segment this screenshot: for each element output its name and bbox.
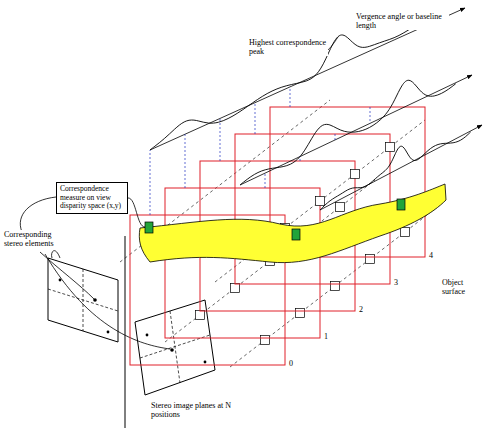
search-window xyxy=(351,170,360,179)
image-point xyxy=(107,331,110,334)
image-plane xyxy=(165,188,320,338)
stereo-image-plane xyxy=(48,258,118,342)
search-window xyxy=(196,311,205,320)
object-surface xyxy=(139,184,446,263)
callout-number: 2 xyxy=(358,305,364,314)
callout-number: 0 xyxy=(288,359,294,368)
projection-line xyxy=(265,173,266,188)
projection-line xyxy=(370,107,371,123)
projection-line xyxy=(150,150,151,215)
correspondence-curve xyxy=(240,80,456,185)
image-point xyxy=(204,361,207,364)
correspondence-curve xyxy=(320,132,471,210)
leader-line xyxy=(328,37,338,50)
leader-line xyxy=(45,254,170,349)
divider-line xyxy=(125,236,126,428)
projection-line xyxy=(255,103,256,134)
axis-arrow xyxy=(150,8,465,150)
axis-arrow xyxy=(240,75,472,185)
matched-window xyxy=(397,199,405,210)
annotation-label: Highest correspondence peak xyxy=(248,38,328,56)
annotation-label: Object surface xyxy=(441,278,487,296)
annotation-label: Vergence angle or baseline length xyxy=(355,12,449,30)
callout-number: 1 xyxy=(323,332,329,341)
image-axis xyxy=(48,289,118,311)
callout-number: 4 xyxy=(428,251,434,260)
search-window xyxy=(316,197,325,206)
image-point xyxy=(59,279,62,282)
projection-line xyxy=(185,134,186,188)
callout-number: 3 xyxy=(393,278,399,287)
annotation-label: Stereo image planes at N positions xyxy=(150,401,242,419)
matched-window xyxy=(292,229,300,240)
image-point xyxy=(170,348,174,352)
annotation-box: Correspondence measure on view disparity… xyxy=(56,182,128,214)
image-point xyxy=(146,334,149,337)
axis-arrow xyxy=(320,125,482,210)
search-window xyxy=(331,282,340,291)
projection-line xyxy=(335,134,336,140)
projection-line xyxy=(300,157,301,161)
search-window xyxy=(386,143,395,152)
search-window xyxy=(231,284,240,293)
leader-line xyxy=(128,198,145,227)
correspondence-curve xyxy=(150,18,443,150)
projection-line xyxy=(290,87,291,107)
search-window xyxy=(401,228,410,237)
stereo-image-plane xyxy=(135,300,215,395)
search-window xyxy=(296,309,305,318)
projection-line xyxy=(220,118,221,161)
search-window xyxy=(336,203,345,212)
leader-line xyxy=(52,251,60,258)
image-axis xyxy=(170,311,180,383)
leader-line xyxy=(20,197,56,232)
box-text: Correspondence measure on view disparity… xyxy=(60,185,124,211)
search-window xyxy=(261,336,270,345)
annotation-label: Corresponding stereo elements xyxy=(3,230,65,248)
matched-window xyxy=(145,222,153,233)
search-window xyxy=(366,255,375,264)
